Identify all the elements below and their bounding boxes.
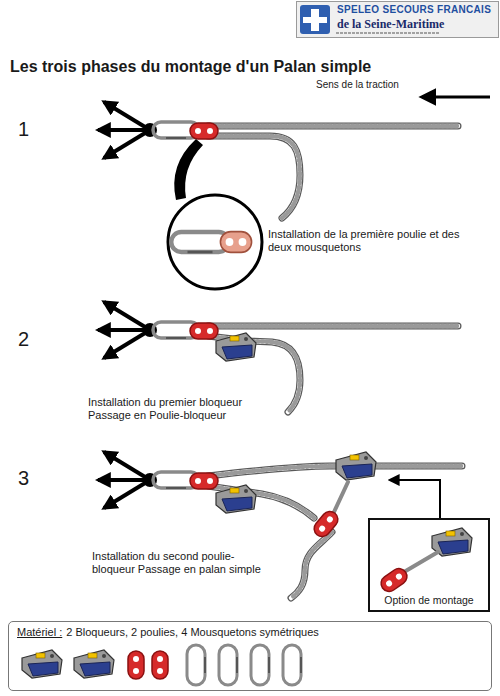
material-box: Matériel : 2 Bloqueurs, 2 poulies, 4 Mous… <box>8 621 492 691</box>
logo-box: SPELEO SECOURS FRANCAISde la Seine-Marit… <box>296 1 499 38</box>
pulley-symbol <box>311 508 341 540</box>
zoom-pointer <box>174 139 203 200</box>
pulley-symbol <box>378 565 410 594</box>
inset-caption: Option de montage <box>374 594 484 607</box>
rope-clamp-symbol <box>216 485 256 513</box>
pulley-symbol <box>190 473 218 489</box>
inset-box: Option de montage <box>368 518 490 612</box>
pulley-symbol <box>128 651 144 679</box>
pulley-symbol <box>190 323 218 339</box>
step-number: 1 <box>18 117 42 141</box>
step-number: 3 <box>18 466 42 490</box>
pointer-arrow <box>390 480 440 518</box>
rope <box>208 486 314 518</box>
title: Les trois phases du montage d'un Palan s… <box>10 57 371 76</box>
rope <box>208 486 314 518</box>
anchor-symbol <box>98 452 157 508</box>
rope-clamp-symbol <box>216 333 256 361</box>
ropes <box>208 126 462 598</box>
carabiner-symbol <box>334 482 348 512</box>
step-number: 2 <box>18 327 42 351</box>
rope <box>291 532 332 598</box>
rope <box>208 123 458 130</box>
rope-clamp-symbol <box>74 650 114 678</box>
rope <box>208 466 462 476</box>
rope <box>208 466 462 476</box>
material-list: 2 Bloqueurs, 2 poulies, 4 Mousquetons sy… <box>66 626 319 640</box>
rope <box>208 124 458 129</box>
rope-clamp-symbol <box>336 452 376 480</box>
carabiner-symbol <box>404 552 438 572</box>
zoom-circle <box>168 195 262 289</box>
rope <box>208 124 458 129</box>
logo-name: SPELEO SECOURS FRANCAIS <box>337 4 494 17</box>
rope <box>208 324 458 329</box>
logo-scribble <box>336 32 440 34</box>
rope <box>208 486 314 518</box>
step-caption: Installation de la première poulie et de… <box>268 228 468 254</box>
rope <box>208 324 458 329</box>
carabiner-symbol <box>251 645 269 685</box>
anchor-symbol <box>98 102 157 158</box>
rope <box>291 532 332 598</box>
carabiner-symbol <box>283 645 301 685</box>
rope <box>208 466 462 476</box>
logo-cross <box>303 9 327 31</box>
zoom-pulley <box>220 232 251 253</box>
rope <box>208 323 458 330</box>
logo-panel <box>296 1 499 38</box>
material-heading: Matériel : <box>17 626 62 640</box>
rope <box>291 532 332 598</box>
step-caption: Installation du premier bloqueur Passage… <box>88 396 268 422</box>
step-caption: Installation du second poulie-bloqueur P… <box>92 550 272 576</box>
logo-icon <box>300 5 330 34</box>
pulley-symbol <box>190 123 218 139</box>
pulley-symbol <box>152 651 168 679</box>
direction-label: Sens de la traction <box>316 79 446 91</box>
carabiner-symbol <box>219 645 237 685</box>
carabiner-symbol <box>187 645 205 685</box>
logo-region: de la Seine-Maritime <box>337 17 494 32</box>
anchor-symbol <box>98 302 157 358</box>
traction-arrow <box>422 96 490 99</box>
rope-clamp-symbol <box>22 650 62 678</box>
